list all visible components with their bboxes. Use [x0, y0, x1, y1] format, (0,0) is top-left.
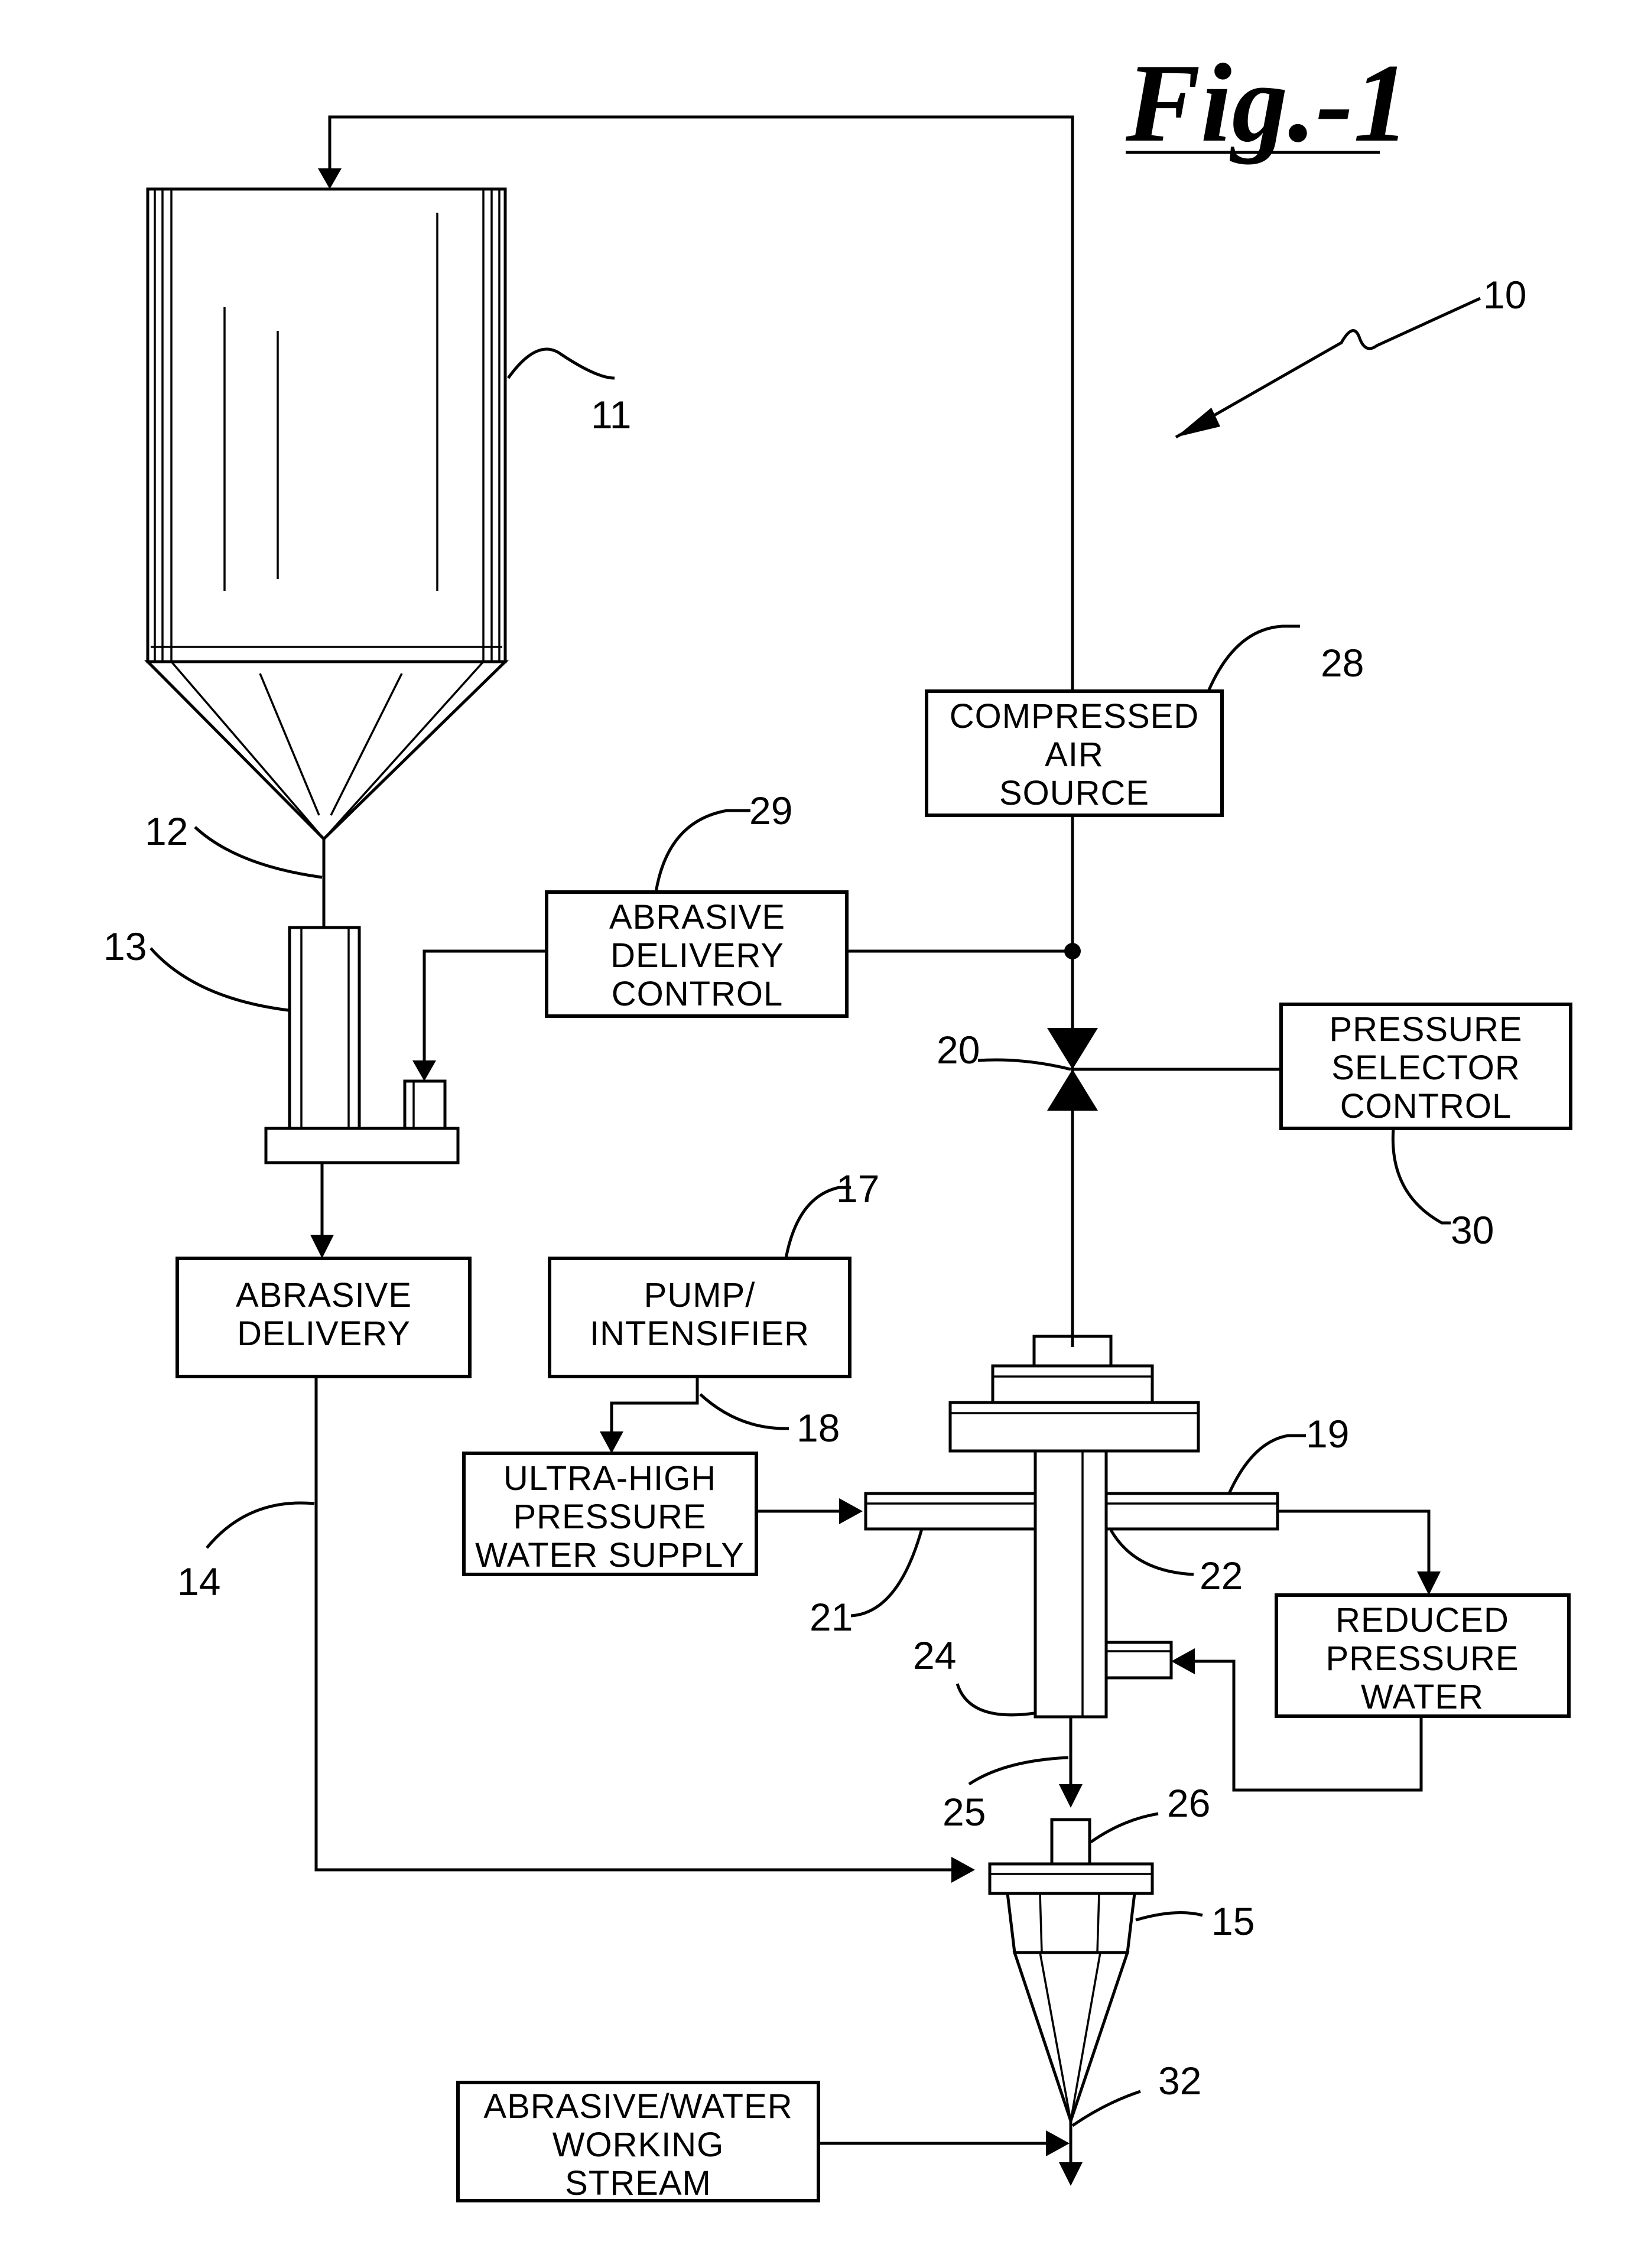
reduced-pressure-water-line2: PRESSURE [1325, 1639, 1519, 1678]
ref-17-leader [784, 1186, 851, 1259]
ref-22: 22 [1200, 1554, 1243, 1597]
abrasive-delivery-line2: DELIVERY [237, 1314, 411, 1353]
ref-10-leader [1175, 297, 1481, 439]
compressed-air-source-line2: AIR [1045, 736, 1104, 774]
abrasive-delivery-control-line2: DELIVERY [610, 936, 784, 975]
ref-21-leader [850, 1528, 924, 1618]
ref-11: 11 [591, 393, 632, 437]
working-stream-line2: WORKING [552, 2126, 724, 2164]
reduced-pressure-water-line3: WATER [1361, 1678, 1484, 1716]
ultra-high-pressure-line1: ULTRA-HIGH [503, 1459, 716, 1498]
ref-28: 28 [1321, 641, 1364, 685]
jet-arrow [1059, 1784, 1083, 1808]
outlet-to-reduced-arrow [1417, 1571, 1441, 1595]
abrasive-delivery-control-line3: CONTROL [612, 975, 784, 1013]
ref-18: 18 [797, 1406, 840, 1450]
ref-29: 29 [749, 789, 792, 832]
ref-15: 15 [1211, 1899, 1254, 1943]
stream-arrow [1059, 2162, 1083, 2186]
ref-10: 10 [1483, 273, 1526, 317]
ref-26-leader [1090, 1812, 1159, 1844]
ref-21: 21 [810, 1595, 853, 1639]
ref-12: 12 [145, 809, 188, 853]
ref-14-leader [206, 1501, 315, 1549]
ref-20-leader [977, 1058, 1071, 1071]
valve-lower-triangle [1047, 1069, 1098, 1111]
ref-30-leader [1391, 1128, 1451, 1225]
pump-intensifier-line1: PUMP/ [644, 1276, 756, 1314]
ref-13-leader [150, 947, 289, 1012]
hopper-inlet-arrow [318, 168, 342, 189]
ref-14: 14 [177, 1560, 220, 1603]
reduced-pressure-water-line1: REDUCED [1335, 1601, 1509, 1639]
ref-32-leader [1071, 2090, 1141, 2127]
abrasive-delivery-line1: ABRASIVE [236, 1276, 412, 1314]
ref-13: 13 [103, 925, 147, 968]
reduced-pressure-water-box [1275, 1593, 1571, 1718]
compressed-air-source-line1: COMPRESSED [950, 697, 1200, 736]
ref-10-arrowhead [1176, 408, 1220, 437]
ultra-high-pressure-line2: PRESSURE [513, 1498, 706, 1536]
box-to-stream-arrow [1046, 2130, 1070, 2156]
working-stream-line3: STREAM [565, 2164, 711, 2202]
abrasive-water-working-stream-box [456, 2081, 820, 2202]
abrasive-line [314, 1377, 951, 1872]
ref-30: 30 [1451, 1208, 1494, 1252]
air-return-line [328, 115, 1074, 691]
ultra-high-pressure-water-supply-box [462, 1452, 758, 1576]
pump-intensifier-box [548, 1257, 852, 1378]
metering-unit [264, 926, 460, 1164]
working-stream-line1: ABRASIVE/WATER [483, 2087, 792, 2126]
ultra-high-pressure-line3: WATER SUPPLY [475, 1536, 745, 1574]
compressed-air-source-box [925, 689, 1224, 817]
abrasive-delivery-control-line1: ABRASIVE [609, 898, 785, 936]
pressure-selector-control-line2: SELECTOR [1331, 1049, 1520, 1087]
ref-18-leader [699, 1393, 789, 1430]
ref-32: 32 [1158, 2059, 1201, 2103]
supply-to-inlet-arrow [839, 1498, 863, 1524]
control-to-metering-line [422, 949, 547, 1063]
pressure-selector-control-line3: CONTROL [1340, 1087, 1512, 1125]
ref-22-leader [1109, 1529, 1194, 1576]
ref-15-leader [1135, 1911, 1203, 1922]
control-to-metering-arrow [412, 1060, 436, 1081]
pressure-selector-control-line1: PRESSURE [1329, 1010, 1522, 1049]
valve-upper-triangle [1047, 1028, 1098, 1069]
ref-24: 24 [913, 1634, 956, 1677]
ref-12-leader [194, 826, 323, 879]
ref-29-leader [654, 809, 750, 893]
outlet-to-reduced-line [1278, 1509, 1431, 1574]
ref-11-leader [506, 347, 615, 380]
figure-title: Fig.-1 [1125, 41, 1409, 165]
abrasive-line-arrow [951, 1857, 975, 1883]
ref-25: 25 [942, 1790, 986, 1834]
ref-19-leader [1227, 1434, 1306, 1495]
metering-to-delivery-arrow [310, 1235, 334, 1258]
pump-to-supply-arrow [600, 1431, 623, 1453]
abrasive-delivery-control-box [545, 890, 849, 1018]
ref-17: 17 [836, 1167, 879, 1211]
compressed-air-source-line3: SOURCE [999, 774, 1149, 812]
nozzle-assembly [988, 1818, 1154, 2126]
ref-19: 19 [1306, 1412, 1349, 1456]
ref-20: 20 [937, 1028, 980, 1072]
pump-intensifier-line2: INTENSIFIER [590, 1314, 810, 1353]
pump-to-supply-line [610, 1377, 699, 1434]
abrasive-delivery-box [176, 1257, 472, 1378]
ref-28-leader [1207, 624, 1300, 692]
ref-24-leader [956, 1683, 1035, 1717]
hopper [144, 187, 509, 841]
reduced-return-arrow [1171, 1648, 1195, 1674]
ref-26: 26 [1167, 1781, 1210, 1825]
pressure-selector-control-box [1279, 1003, 1572, 1130]
reduced-return-line [1195, 1659, 1423, 1792]
ref-25-leader [968, 1756, 1069, 1786]
